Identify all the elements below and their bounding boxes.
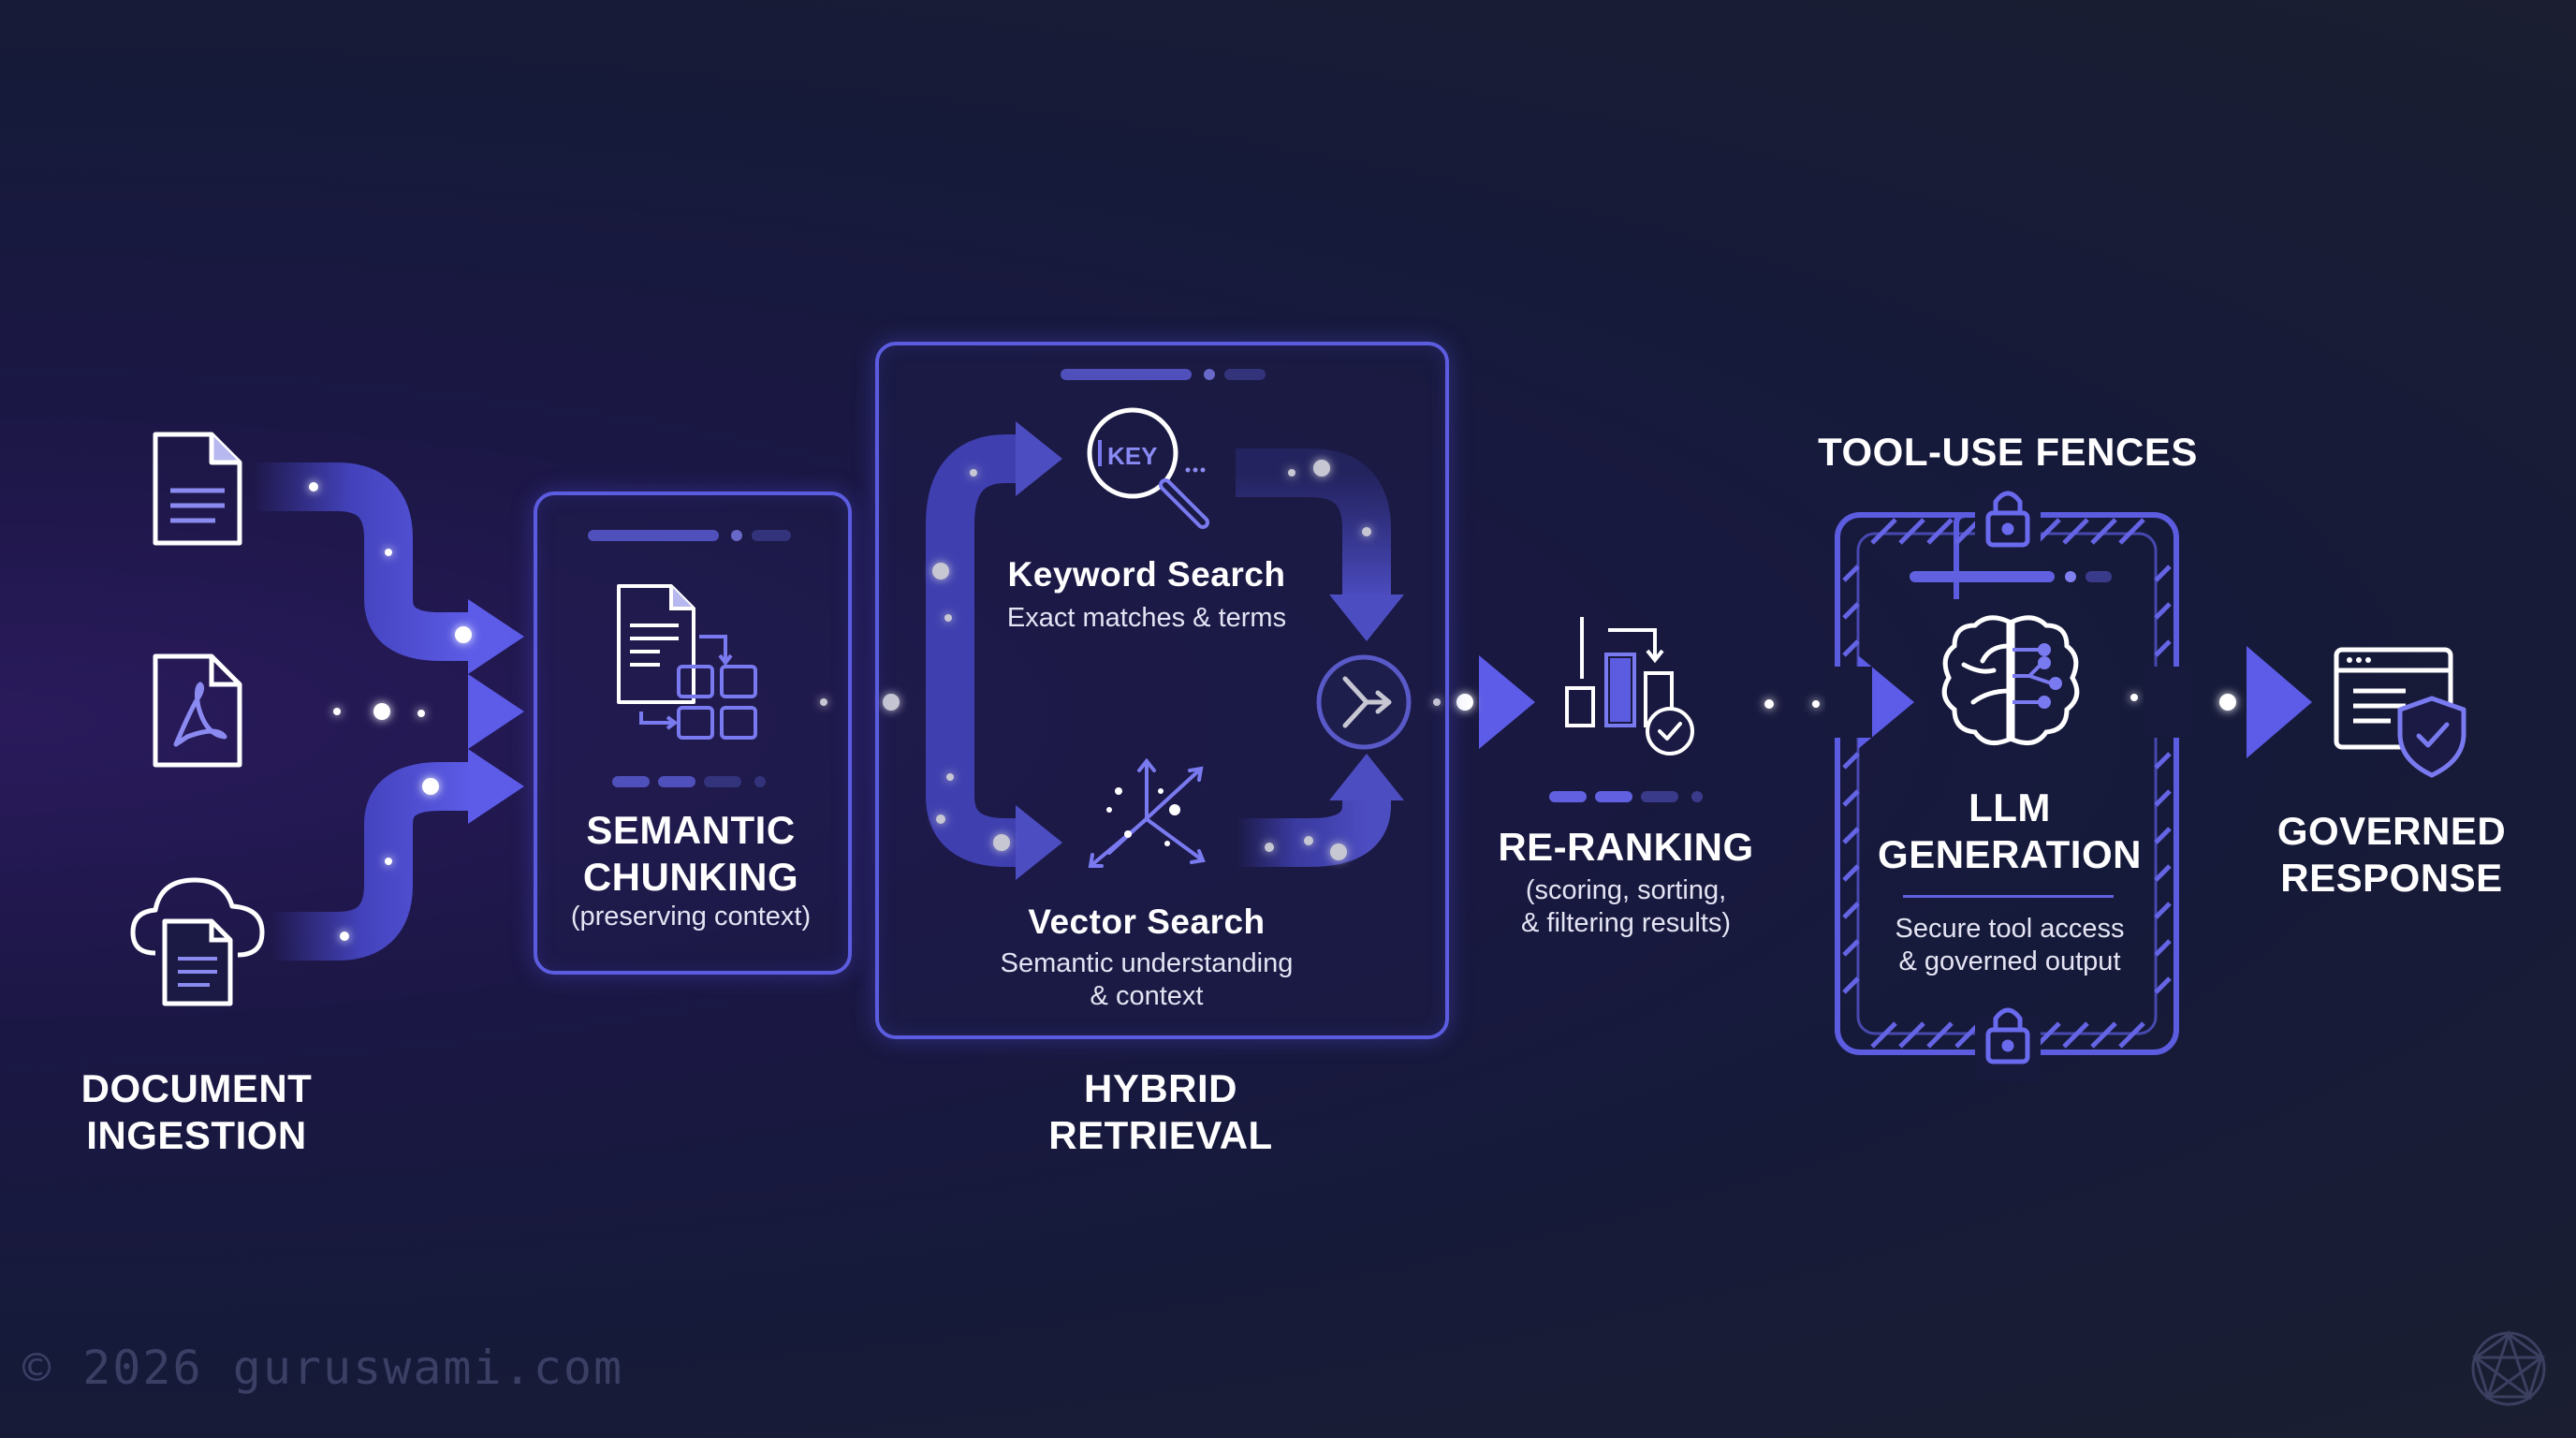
governed-response-label: GOVERNED RESPONSE (2276, 809, 2507, 900)
document-ingestion-label: DOCUMENT INGESTION (80, 1066, 313, 1157)
pill-decorations (588, 369, 2114, 898)
semantic-chunking-label: SEMANTIC CHUNKING (582, 808, 799, 899)
chunking-icon (617, 584, 757, 740)
vector-search-subtitle: Semantic understanding & context (1000, 948, 1294, 1012)
document-icon (153, 432, 242, 546)
keyword-search-label: Keyword Search (1007, 555, 1286, 594)
pdf-icon (153, 653, 242, 768)
llm-generation-subtitle: Secure tool access & governed output (1895, 914, 2125, 977)
key-text: KEY (1107, 442, 1157, 470)
tool-use-fences-label: TOOL-USE FENCES (1818, 430, 2198, 474)
semantic-chunking-subtitle: (preserving context) (570, 902, 812, 932)
ranking-chart-icon (1565, 617, 1694, 756)
magnifier-key-icon: KEY (1087, 407, 1209, 529)
merge-icon (1316, 654, 1412, 750)
re-ranking-label: RE-RANKING (1498, 825, 1754, 869)
hybrid-retrieval-label: HYBRID RETRIEVAL (1048, 1066, 1273, 1157)
lock-icon (1985, 1007, 2030, 1064)
copyright-watermark: © 2026 guruswami.com (22, 1341, 624, 1395)
llm-to-response-arrow (2097, 646, 2312, 758)
fence-hatching (1842, 518, 2172, 1049)
lock-icon (1985, 491, 2030, 548)
llm-generation-label: LLM GENERATION (1878, 785, 2142, 876)
cloud-document-icon (130, 877, 265, 1006)
vector-scatter-icon (1088, 757, 1206, 868)
brain-icon (1941, 615, 2080, 746)
ingestion-arrows (253, 462, 524, 961)
chunking-to-hybrid-arrow (796, 421, 1062, 880)
hybrid-retrieval-panel (875, 342, 1449, 1039)
sparkle-dots (309, 460, 2236, 941)
network-logo-icon (2471, 1329, 2546, 1406)
keyword-search-subtitle: Exact matches & terms (1006, 603, 1287, 633)
re-ranking-subtitle: (scoring, sorting, & filtering results) (1520, 875, 1731, 939)
secure-response-icon (2334, 647, 2466, 778)
vector-search-label: Vector Search (1028, 902, 1266, 941)
semantic-chunking-panel (534, 492, 852, 975)
